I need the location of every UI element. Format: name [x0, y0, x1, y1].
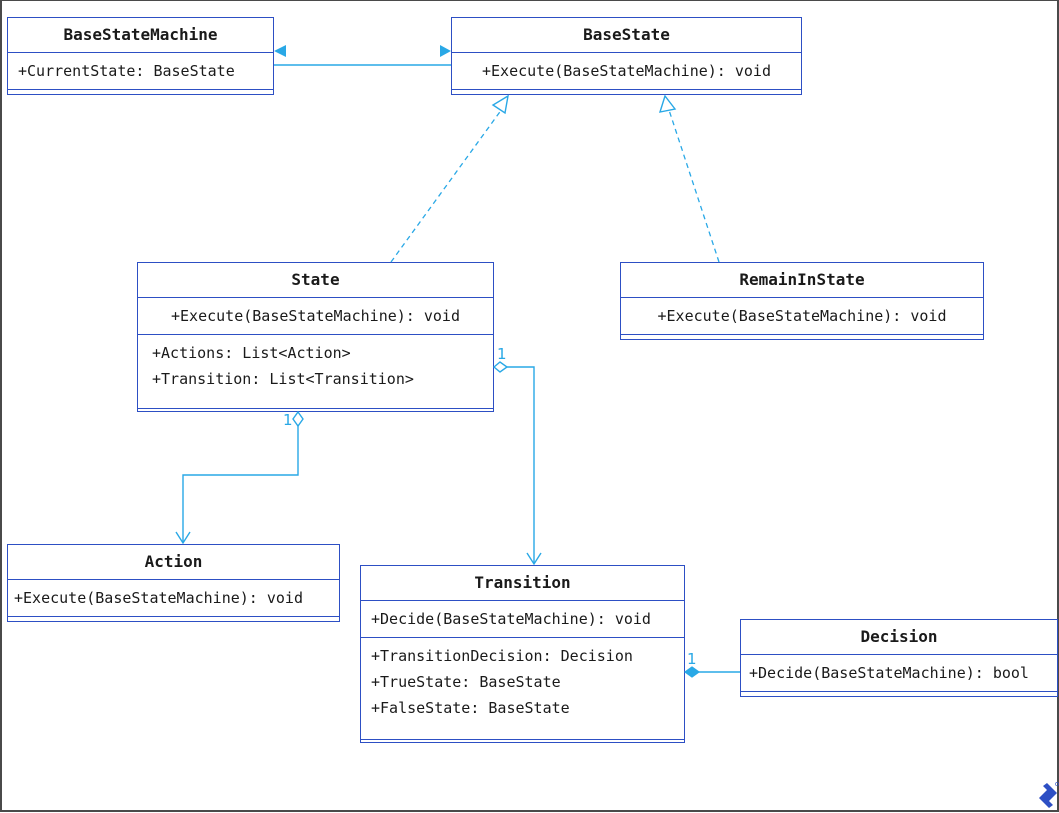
class-member: +TrueState: BaseState — [371, 673, 561, 691]
realization-arrowhead — [491, 94, 509, 115]
class-operations: +Execute(BaseStateMachine): void — [621, 298, 983, 335]
class-operations: +Execute(BaseStateMachine): void — [452, 53, 801, 90]
class-member: +Execute(BaseStateMachine): void — [14, 589, 303, 607]
class-member: +Actions: List<Action> — [152, 344, 351, 362]
class-operations: +Decide(BaseStateMachine): void — [361, 601, 684, 638]
class-member: +CurrentState: BaseState — [18, 62, 235, 80]
class-member: +Execute(BaseStateMachine): void — [657, 307, 947, 325]
class-action: Action +Execute(BaseStateMachine): void — [7, 544, 340, 622]
arrowhead-left — [274, 45, 286, 57]
class-member: +FalseState: BaseState — [371, 699, 570, 717]
class-remain-in-state: RemainInState +Execute(BaseStateMachine)… — [620, 262, 984, 340]
class-name: Decision — [741, 620, 1057, 655]
composition-diamond — [683, 666, 701, 678]
multiplicity-label: 1 — [687, 650, 697, 668]
class-operations: +Execute(BaseStateMachine): void — [138, 298, 493, 335]
aggregation-line — [507, 366, 535, 563]
class-member: +Execute(BaseStateMachine): void — [482, 62, 771, 80]
class-member: +Decide(BaseStateMachine): bool — [749, 664, 1029, 682]
class-name: BaseStateMachine — [8, 18, 273, 53]
arrowhead-right — [440, 45, 451, 57]
class-attributes: +Actions: List<Action> +Transition: List… — [138, 335, 493, 409]
class-attributes: +TransitionDecision: Decision +TrueState… — [361, 638, 684, 740]
class-member: +Transition: List<Transition> — [152, 370, 414, 388]
class-member: +Decide(BaseStateMachine): void — [371, 610, 651, 628]
aggregation-diamond — [292, 410, 304, 428]
class-attributes: +CurrentState: BaseState — [8, 53, 273, 90]
multiplicity-label: 1 — [497, 345, 507, 363]
multiplicity-label: 1 — [283, 411, 293, 429]
class-operations: +Execute(BaseStateMachine): void — [8, 580, 339, 617]
class-name: Transition — [361, 566, 684, 601]
class-name: BaseState — [452, 18, 801, 53]
realization-arrowhead — [658, 94, 677, 113]
class-member: +Execute(BaseStateMachine): void — [171, 307, 460, 325]
class-name: Action — [8, 545, 339, 580]
class-member: +TransitionDecision: Decision — [371, 647, 633, 665]
class-operations: +Decide(BaseStateMachine): bool — [741, 655, 1057, 692]
arrowhead-down — [175, 531, 191, 545]
class-transition: Transition +Decide(BaseStateMachine): vo… — [360, 565, 685, 743]
realization-line — [668, 109, 720, 263]
class-decision: Decision +Decide(BaseStateMachine): bool — [740, 619, 1058, 697]
arrowhead-down — [526, 552, 542, 566]
aggregation-line — [182, 426, 299, 542]
class-state: State +Execute(BaseStateMachine): void +… — [137, 262, 494, 412]
class-name: State — [138, 263, 493, 298]
class-base-state-machine: BaseStateMachine +CurrentState: BaseStat… — [7, 17, 274, 95]
toptal-logo-icon — [1039, 782, 1059, 808]
class-base-state: BaseState +Execute(BaseStateMachine): vo… — [451, 17, 802, 95]
aggregation-diamond — [492, 361, 509, 373]
class-name: RemainInState — [621, 263, 983, 298]
realization-line — [390, 108, 503, 263]
